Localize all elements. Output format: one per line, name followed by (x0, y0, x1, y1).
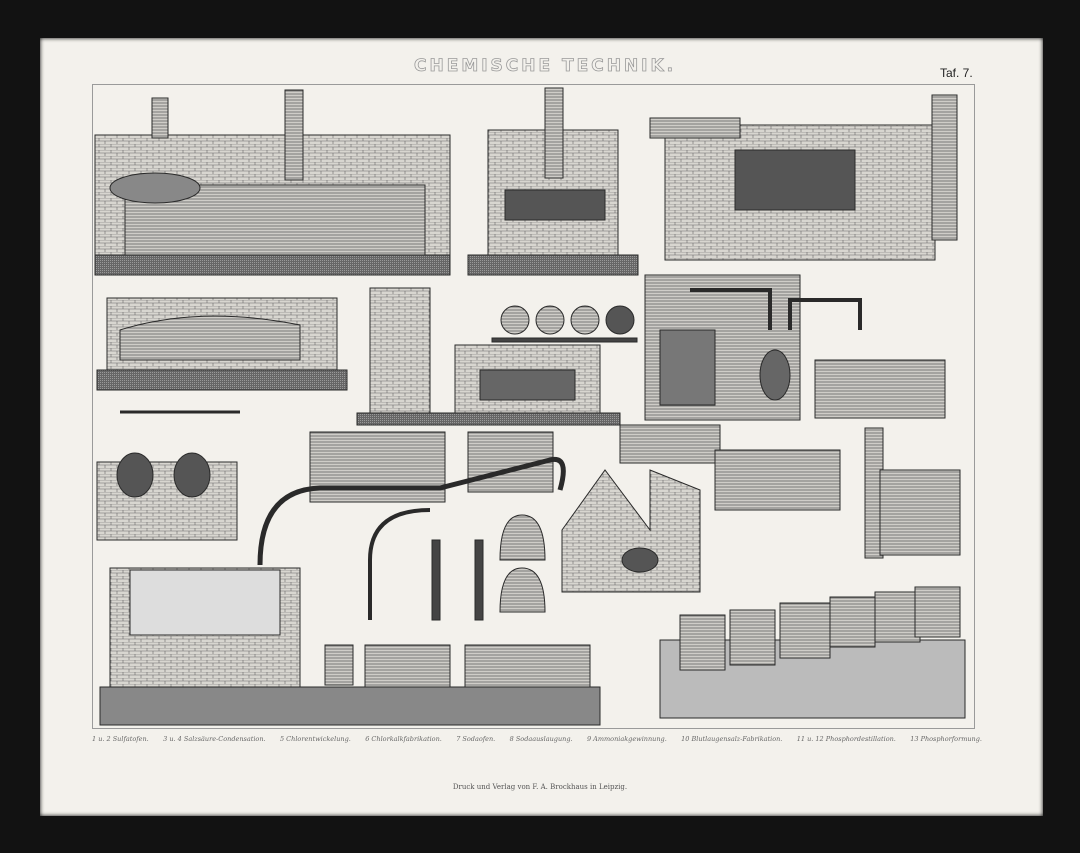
publisher-imprint: Druck und Verlag von F. A. Brockhaus in … (452, 783, 628, 791)
caption: 8 Sodaauslaugung. (509, 735, 573, 743)
illustration-frame (92, 84, 975, 729)
figure-phosphorformung (659, 586, 966, 719)
figure-salzsaeure-condensation (649, 94, 958, 261)
plate-title: CHEMISCHE TECHNIK. (414, 56, 677, 77)
figure-captions: 1 u. 2 Sulfatofen. 3 u. 4 Salzsäure-Cond… (92, 735, 982, 743)
caption: 3 u. 4 Salzsäure-Condensation. (163, 735, 266, 743)
figure-sulfatofen-2 (467, 87, 639, 276)
figure-ammoniakgewinnung (99, 431, 601, 726)
plate-number: Taf. 7. (940, 66, 973, 80)
caption: 5 Chlorentwickelung. (279, 735, 351, 743)
figure-sulfatofen-1 (94, 89, 451, 276)
figure-blutlaugensalz (96, 410, 240, 541)
caption: 9 Ammoniakgewinnung. (586, 735, 667, 743)
caption: 10 Blutlaugensalz-Fabrikation. (681, 735, 783, 743)
figure-chlorkalkfabrikation (644, 274, 946, 421)
figure-phosphordestillation (561, 424, 961, 593)
caption: 1 u. 2 Sulfatofen. (92, 735, 149, 743)
caption: 6 Chlorkalkfabrikation. (365, 735, 442, 743)
caption: 13 Phosphorformung. (910, 735, 982, 743)
caption: 11 u. 12 Phosphordestillation. (796, 735, 896, 743)
figure-chlorentwickelung (356, 287, 638, 426)
figure-sodaofen (96, 297, 348, 391)
caption: 7 Sodaofen. (456, 735, 496, 743)
